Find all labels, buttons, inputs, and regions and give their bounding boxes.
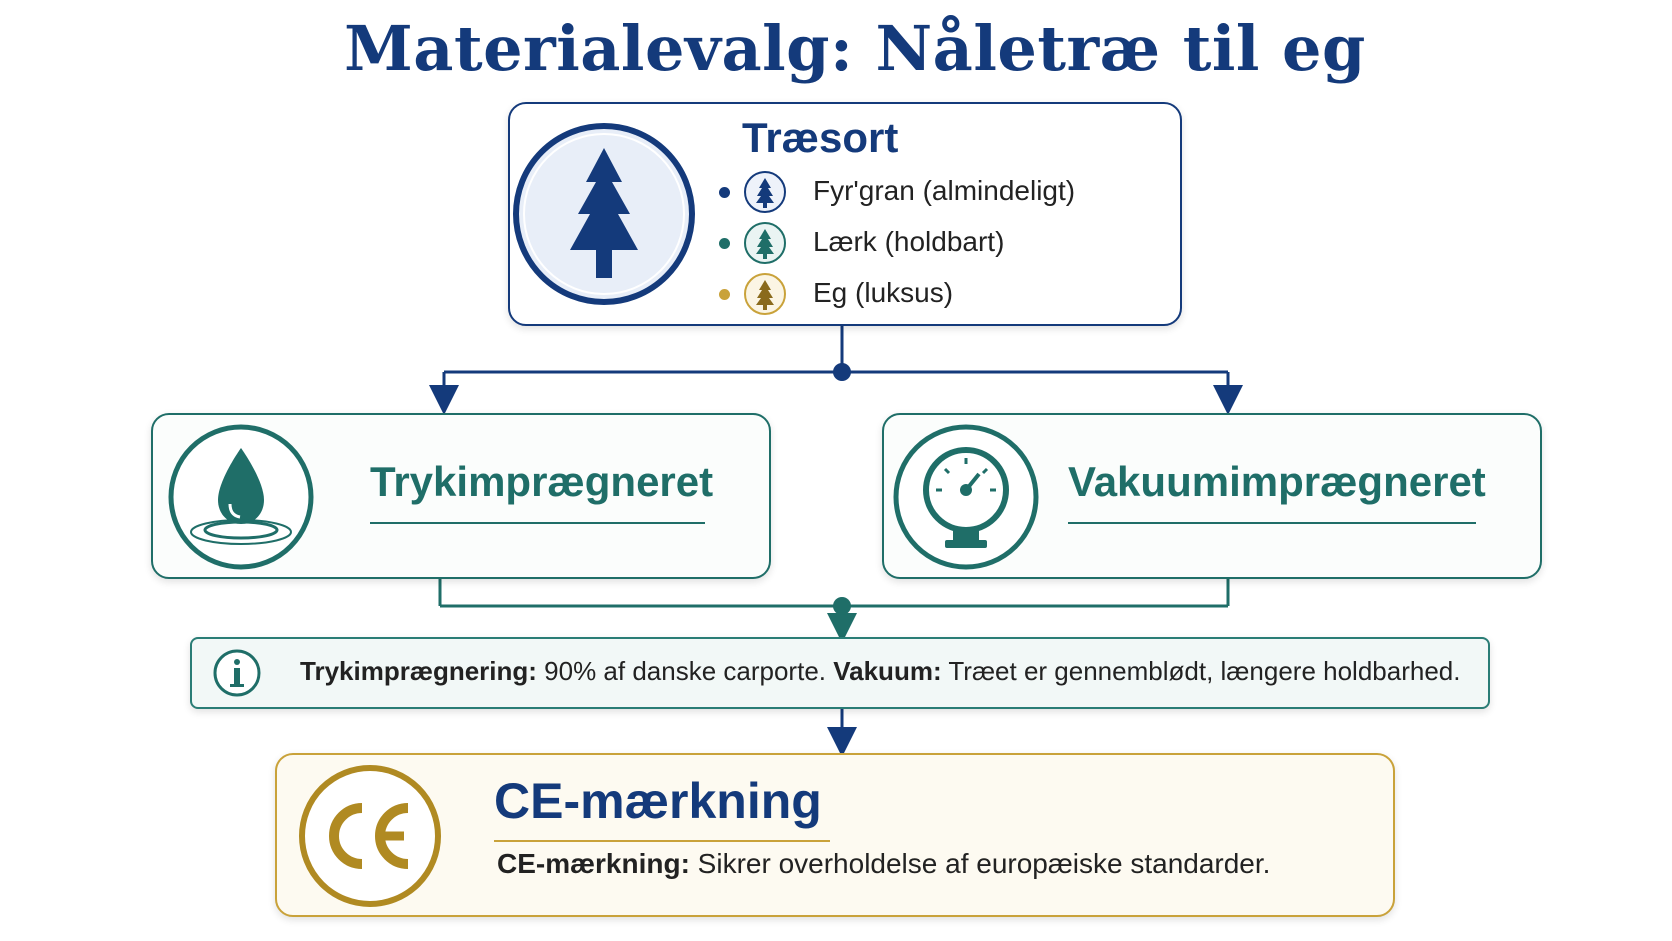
label-underline	[1068, 522, 1476, 524]
info-bar	[190, 637, 1490, 709]
tree-icon	[744, 171, 786, 213]
bullet-dot	[719, 238, 730, 249]
info-text: Trykimprægnering: 90% af danske carporte…	[300, 656, 1460, 687]
ce-description-label: CE-mærkning:	[497, 848, 690, 879]
vacuum-treated-label: Vakuumimprægneret	[1068, 458, 1486, 505]
tree-icon	[744, 222, 786, 264]
bullet-dot	[719, 289, 730, 300]
species-item-label: Lærk (holdbart)	[813, 226, 1005, 257]
ce-description: CE-mærkning: Sikrer overholdelse af euro…	[497, 848, 1270, 880]
pressure-treated-label: Trykimprægneret	[370, 458, 714, 505]
methods-to-info-connector	[438, 579, 1230, 643]
species-to-methods-connector	[429, 326, 1243, 415]
tree-icon	[744, 273, 786, 315]
bullet-dot	[719, 187, 730, 198]
species-item-label: Eg (luksus)	[813, 277, 954, 308]
species-item-pine: Fyr'gran (almindeligt)	[713, 170, 1153, 214]
info-vacuum-text: Træet er gennemblødt, længere holdbarhed…	[941, 656, 1461, 686]
ce-marking-card	[275, 753, 1395, 917]
page-title: Materialevalg: Nåletræ til eg	[344, 12, 1366, 85]
info-icon	[213, 649, 261, 697]
species-item-larch: Lærk (holdbart)	[713, 221, 1153, 265]
water-drop-icon	[168, 424, 314, 570]
ce-mark-icon	[299, 765, 441, 907]
label-underline	[370, 522, 705, 524]
info-pressure-text: 90% af danske carporte.	[536, 656, 834, 686]
heading-underline	[494, 840, 830, 842]
info-vacuum-label: Vakuum:	[833, 656, 942, 686]
species-item-oak: Eg (luksus)	[713, 272, 1153, 316]
species-heading: Træsort	[742, 114, 899, 161]
pressure-gauge-icon	[893, 424, 1039, 570]
species-item-label: Fyr'gran (almindeligt)	[813, 175, 1076, 206]
pine-tree-icon	[513, 123, 695, 305]
ce-heading: CE-mærkning	[494, 773, 822, 829]
info-pressure-label: Trykimprægnering:	[300, 656, 537, 686]
ce-description-text: Sikrer overholdelse af europæiske standa…	[689, 848, 1271, 879]
